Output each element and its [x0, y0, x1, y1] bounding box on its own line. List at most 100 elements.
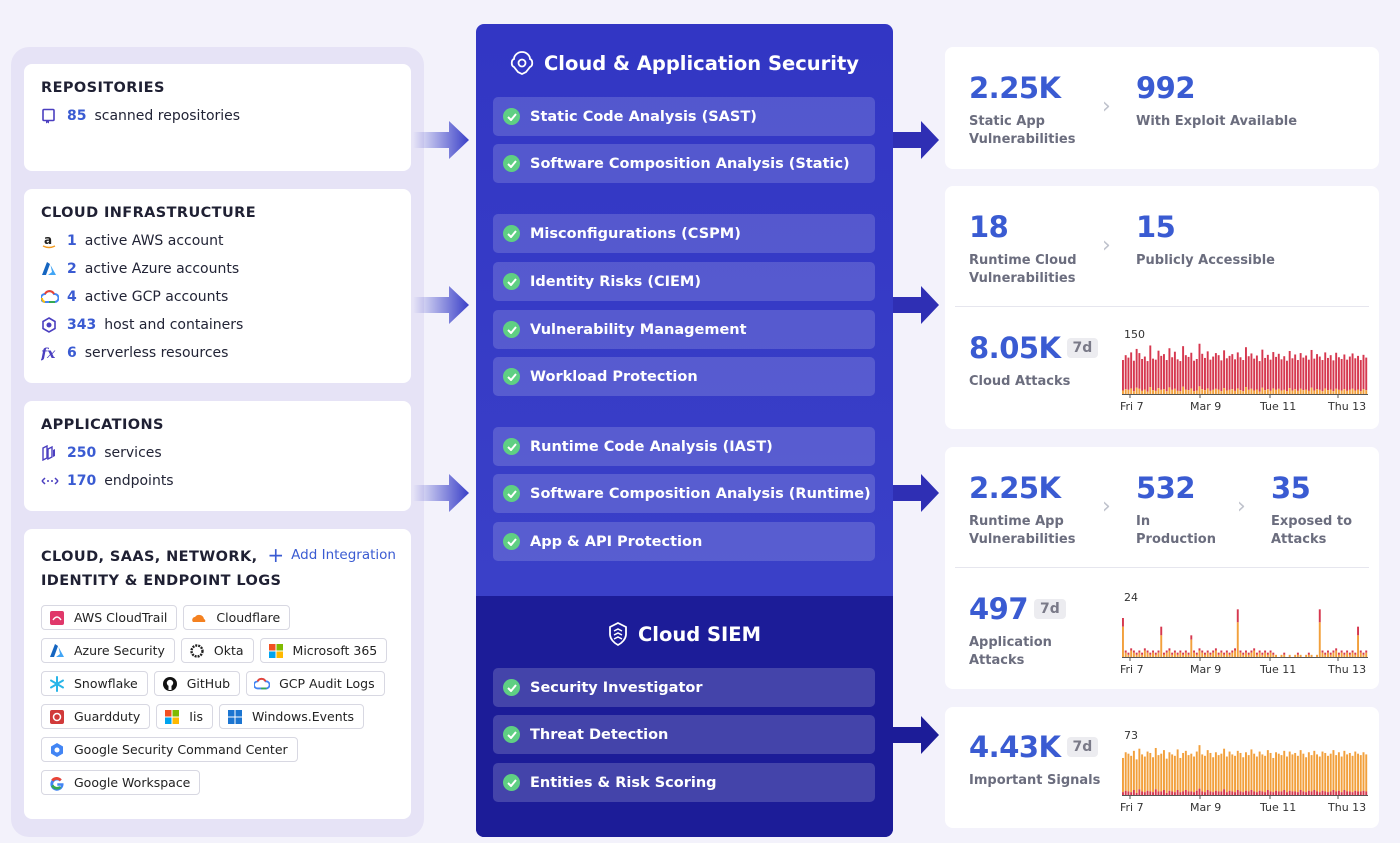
bar-segment-primary [1272, 352, 1275, 389]
bar-segment-primary [1242, 757, 1245, 793]
bar-segment-primary [1234, 648, 1236, 651]
feature-iast[interactable]: Runtime Code Analysis (IAST) [493, 427, 875, 466]
source-row-serverless[interactable]: fx 6 serverless resources [41, 339, 394, 367]
bar-segment-primary [1239, 650, 1242, 653]
guardduty-icon [49, 709, 65, 725]
bar-segment-secondary [1163, 790, 1165, 795]
feature-label: Software Composition Analysis (Static) [530, 155, 850, 172]
source-row-endpoints[interactable]: 170 endpoints [41, 467, 394, 495]
chip-gcp-audit-logs[interactable]: GCP Audit Logs [246, 671, 385, 696]
bar-segment-primary [1195, 652, 1198, 655]
bar-segment-primary [1332, 650, 1335, 653]
feature-label: Vulnerability Management [530, 321, 747, 338]
feature-sca-static[interactable]: Software Composition Analysis (Static) [493, 144, 875, 183]
bar-segment-primary [1346, 650, 1349, 653]
source-row-services[interactable]: 250 services [41, 439, 394, 467]
source-row-gcp[interactable]: 4 active GCP accounts [41, 283, 394, 311]
source-row-containers[interactable]: 343 host and containers [41, 311, 394, 339]
bar-segment-secondary [1329, 654, 1332, 657]
feature-sca-runtime[interactable]: Software Composition Analysis (Runtime) [493, 474, 875, 513]
bar-segment-primary [1146, 751, 1149, 791]
endpoints-icon [41, 475, 67, 487]
bar-segment-primary [1217, 652, 1220, 655]
bar-segment-secondary [1143, 389, 1146, 394]
function-icon: fx [41, 345, 67, 361]
feature-security-investigator[interactable]: Security Investigator [493, 668, 875, 707]
chip-google-security-command-center[interactable]: Google Security Command Center [41, 737, 298, 762]
bar-segment-secondary [1132, 391, 1135, 394]
bar-segment-secondary [1154, 390, 1157, 394]
chip-guardduty[interactable]: Guardduty [41, 704, 151, 729]
feature-vulnerability-management[interactable]: Vulnerability Management [493, 310, 875, 349]
check-icon [503, 485, 520, 502]
bar-segment-secondary [1324, 654, 1327, 657]
bar-segment-secondary [1343, 389, 1346, 394]
chip-aws-cloudtrail[interactable]: AWS CloudTrail [41, 605, 178, 630]
bar-segment-secondary [1204, 792, 1206, 795]
logs-card[interactable]: CLOUD, SAAS, NETWORK, IDENTITY & ENDPOIN… [24, 529, 411, 819]
cloud-infrastructure-card[interactable]: CLOUD INFRASTRUCTURE a 1 active AWS acco… [24, 189, 411, 383]
metric-value: 2.25K [969, 471, 1061, 505]
feature-threat-detection[interactable]: Threat Detection [493, 715, 875, 754]
metric-publicly-accessible[interactable]: 15 Publicly Accessible [1136, 210, 1275, 270]
chip-github[interactable]: GitHub [153, 671, 241, 696]
chip-windows-events[interactable]: Windows.Events [218, 704, 365, 729]
bar-segment-primary [1187, 755, 1190, 792]
cloudtrail-icon [49, 610, 65, 626]
feature-workload-protection[interactable]: Workload Protection [493, 357, 875, 396]
chip-snowflake[interactable]: Snowflake [41, 671, 148, 696]
add-integration-button[interactable]: + Add Integration [267, 545, 396, 565]
bar-segment-secondary [1362, 790, 1365, 795]
applications-card[interactable]: APPLICATIONS 250 services 170 endpoints [24, 401, 411, 511]
source-row-repositories[interactable]: 85 scanned repositories [41, 102, 394, 130]
flow-arrow-icon [413, 286, 469, 324]
chip-azure-security[interactable]: Azure Security [41, 638, 175, 663]
bar-segment-primary [1277, 753, 1280, 792]
bar-segment-secondary [1359, 791, 1362, 795]
feature-sast[interactable]: Static Code Analysis (SAST) [493, 97, 875, 136]
bar-segment-primary [1365, 754, 1368, 792]
chip-iis[interactable]: Iis [156, 704, 213, 729]
chip-google-workspace[interactable]: Google Workspace [41, 770, 201, 795]
chip-microsoft-365[interactable]: Microsoft 365 [259, 638, 388, 663]
feature-ciem[interactable]: Identity Risks (CIEM) [493, 262, 875, 301]
metric-exploit-available[interactable]: 992 With Exploit Available [1136, 71, 1297, 131]
bar-segment-primary [1182, 346, 1185, 387]
chip-cloudflare[interactable]: Cloudflare [183, 605, 291, 630]
bar-segment-primary [1165, 360, 1168, 392]
feature-entities-risk-scoring[interactable]: Entities & Risk Scoring [493, 763, 875, 802]
bar-segment-secondary [1165, 391, 1168, 394]
bar-segment-primary [1190, 753, 1193, 792]
feature-cspm[interactable]: Misconfigurations (CSPM) [493, 214, 875, 253]
divider [955, 306, 1369, 307]
bar-segment-secondary [1127, 791, 1130, 795]
repositories-card[interactable]: REPOSITORIES 85 scanned repositories [24, 64, 411, 171]
source-row-aws[interactable]: a 1 active AWS account [41, 227, 394, 255]
check-icon [503, 726, 520, 743]
bar-segment-secondary [1160, 791, 1163, 795]
bar-segment-secondary [1143, 792, 1146, 795]
bar-segment-primary [1190, 635, 1193, 640]
feature-app-api-protection[interactable]: App & API Protection [493, 522, 875, 561]
chip-label: Snowflake [74, 676, 138, 691]
chip-okta[interactable]: Okta [180, 638, 254, 663]
bar-segment-secondary [1149, 654, 1152, 657]
bar-segment-secondary [1261, 654, 1264, 657]
source-row-azure[interactable]: 2 active Azure accounts [41, 255, 394, 283]
